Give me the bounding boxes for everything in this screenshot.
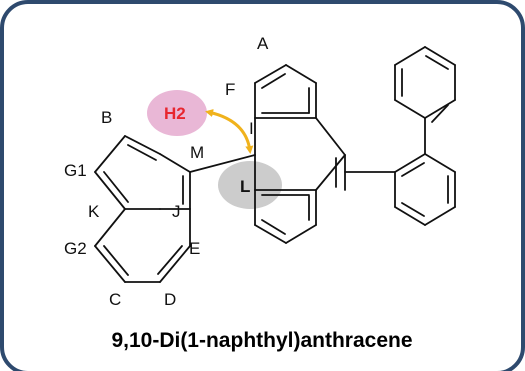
atom-label-k: K	[88, 202, 100, 221]
atom-label-e: E	[189, 239, 200, 258]
atom-label-i: I	[249, 119, 254, 138]
atom-label-j: J	[172, 202, 181, 221]
h2-highlight	[147, 90, 207, 136]
compound-name: 9,10-Di(1-naphthyl)anthracene	[111, 329, 412, 352]
l-highlight	[218, 161, 282, 209]
atom-label-l: L	[240, 177, 250, 196]
atom-label-f: F	[225, 80, 235, 99]
molecule-bonds	[94, 46, 456, 283]
atom-label-h2: H2	[164, 104, 186, 123]
atom-label-m: M	[190, 143, 204, 162]
atom-label-a: A	[257, 34, 269, 53]
atom-label-d: D	[164, 290, 176, 309]
atom-label-b: B	[101, 108, 112, 127]
atom-label-c: C	[109, 290, 121, 309]
atom-label-g2: G2	[64, 239, 87, 258]
atom-label-g1: G1	[64, 161, 87, 180]
double-arrow-icon	[205, 109, 254, 154]
